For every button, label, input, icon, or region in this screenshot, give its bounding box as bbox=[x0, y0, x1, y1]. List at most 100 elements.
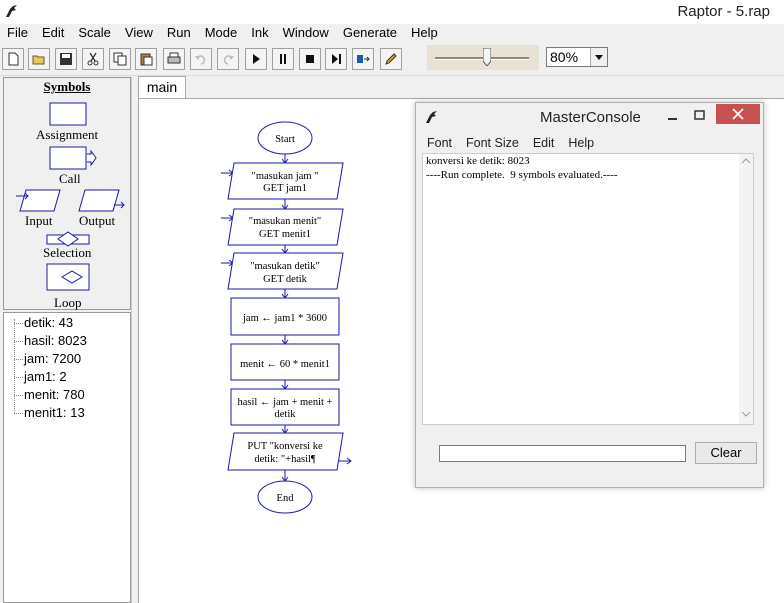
connector bbox=[281, 425, 289, 434]
menu-generate[interactable]: Generate bbox=[342, 25, 398, 40]
assignment-symbol[interactable] bbox=[230, 343, 340, 381]
assignment-symbol-icon[interactable] bbox=[49, 102, 87, 126]
memory-button[interactable] bbox=[352, 48, 374, 70]
input-symbol[interactable] bbox=[227, 252, 344, 290]
connector bbox=[281, 154, 289, 164]
end-label: End bbox=[277, 493, 295, 504]
print-button[interactable] bbox=[163, 48, 185, 70]
stop-button[interactable] bbox=[299, 48, 321, 70]
output-line: ----Run complete. 9 symbols evaluated.--… bbox=[426, 169, 618, 181]
open-icon bbox=[32, 55, 45, 65]
variable-item[interactable]: detik: 43 bbox=[24, 315, 74, 330]
step-icon bbox=[332, 54, 341, 64]
input-label: Input bbox=[25, 213, 53, 228]
connector bbox=[281, 199, 289, 210]
new-button[interactable] bbox=[2, 48, 24, 70]
variable-item[interactable]: jam1: 2 bbox=[24, 369, 67, 384]
menu-scale[interactable]: Scale bbox=[78, 25, 111, 40]
console-title-bar[interactable]: MasterConsole bbox=[416, 103, 763, 131]
close-button[interactable] bbox=[716, 104, 760, 124]
tab-main[interactable]: main bbox=[138, 76, 186, 98]
assignment-symbol[interactable] bbox=[230, 297, 340, 336]
menu-view[interactable]: View bbox=[124, 25, 153, 40]
step-button[interactable] bbox=[325, 48, 347, 70]
tree-tick bbox=[14, 323, 23, 324]
print-icon bbox=[167, 52, 181, 64]
input-symbol[interactable] bbox=[227, 162, 344, 200]
start-terminal[interactable] bbox=[257, 121, 313, 155]
speed-slider[interactable] bbox=[427, 45, 539, 70]
call-symbol-icon[interactable] bbox=[49, 146, 97, 170]
input3-prompt: "masukan detik" bbox=[250, 261, 320, 272]
assignment-label: Assignment bbox=[36, 127, 99, 142]
tree-tick bbox=[14, 377, 23, 378]
selection-symbol-icon[interactable] bbox=[46, 231, 90, 247]
assignment1-text: jam ← jam1 * 3600 bbox=[242, 313, 327, 324]
raptor-logo-icon bbox=[6, 5, 17, 17]
panel-splitter[interactable] bbox=[131, 77, 138, 603]
variable-item[interactable]: menit: 780 bbox=[24, 387, 85, 402]
undo-button[interactable] bbox=[190, 48, 212, 70]
output-text-cont: detik: "+hasil¶ bbox=[254, 454, 316, 465]
maximize-button[interactable] bbox=[691, 107, 709, 125]
tree-line bbox=[14, 319, 15, 413]
input-symbol-icon[interactable] bbox=[16, 189, 61, 212]
minimize-button[interactable] bbox=[664, 107, 682, 125]
console-menu-font-size[interactable]: Font Size bbox=[466, 136, 519, 150]
zoom-value: 80% bbox=[550, 49, 579, 65]
close-icon bbox=[732, 108, 744, 120]
pause-button[interactable] bbox=[272, 48, 294, 70]
console-menu-edit[interactable]: Edit bbox=[532, 136, 555, 150]
menu-mode[interactable]: Mode bbox=[204, 25, 238, 40]
redo-button[interactable] bbox=[217, 48, 239, 70]
selection-label: Selection bbox=[43, 245, 92, 260]
save-button[interactable] bbox=[55, 48, 77, 70]
cut-icon bbox=[87, 52, 99, 66]
menu-run[interactable]: Run bbox=[166, 25, 191, 40]
save-icon bbox=[60, 53, 72, 65]
tree-tick bbox=[14, 413, 23, 414]
console-output[interactable]: konversi ke detik: 8023 ----Run complete… bbox=[422, 153, 754, 425]
menu-window[interactable]: Window bbox=[282, 25, 329, 40]
console-input[interactable] bbox=[439, 445, 686, 462]
window-title: Raptor - 5.rap bbox=[677, 3, 770, 20]
zoom-select[interactable]: 80% bbox=[546, 47, 608, 67]
menu-ink[interactable]: Ink bbox=[251, 25, 269, 40]
console-scrollbar[interactable] bbox=[739, 154, 753, 424]
clear-button[interactable]: Clear bbox=[695, 442, 757, 464]
variable-item[interactable]: hasil: 8023 bbox=[24, 333, 87, 348]
menu-edit[interactable]: Edit bbox=[41, 25, 65, 40]
redo-icon bbox=[223, 55, 234, 65]
input3-var: GET detik bbox=[263, 274, 308, 285]
console-menu-help[interactable]: Help bbox=[568, 136, 595, 150]
start-label: Start bbox=[275, 134, 295, 145]
pen-button[interactable] bbox=[380, 48, 402, 70]
input2-prompt: "masukan menit" bbox=[249, 216, 321, 227]
chevron-down-icon[interactable] bbox=[590, 48, 607, 66]
paste-button[interactable] bbox=[135, 48, 157, 70]
output-symbol[interactable] bbox=[227, 432, 344, 471]
scroll-up-icon[interactable] bbox=[741, 158, 751, 164]
loop-symbol-icon[interactable] bbox=[46, 263, 90, 291]
pen-icon bbox=[385, 53, 397, 65]
open-button[interactable] bbox=[28, 48, 50, 70]
input-symbol[interactable] bbox=[227, 208, 344, 246]
end-terminal[interactable] bbox=[257, 480, 313, 514]
variable-item[interactable]: menit1: 13 bbox=[24, 405, 85, 420]
output-symbol-icon[interactable] bbox=[78, 189, 125, 212]
slider-track bbox=[435, 57, 529, 60]
assignment-symbol[interactable] bbox=[230, 388, 340, 426]
copy-button[interactable] bbox=[109, 48, 131, 70]
stop-icon bbox=[306, 55, 314, 63]
slider-thumb[interactable] bbox=[483, 48, 491, 66]
menu-file[interactable]: File bbox=[7, 25, 28, 40]
connector bbox=[281, 335, 289, 345]
console-menu-font[interactable]: Font bbox=[427, 136, 453, 150]
menu-help[interactable]: Help bbox=[411, 25, 438, 40]
scroll-down-icon[interactable] bbox=[741, 411, 751, 417]
console-menu-bar: Font Font Size Edit Help bbox=[420, 136, 601, 150]
cut-button[interactable] bbox=[82, 48, 104, 70]
symbol-shapes bbox=[16, 102, 125, 291]
play-button[interactable] bbox=[245, 48, 267, 70]
variable-item[interactable]: jam: 7200 bbox=[24, 351, 82, 366]
